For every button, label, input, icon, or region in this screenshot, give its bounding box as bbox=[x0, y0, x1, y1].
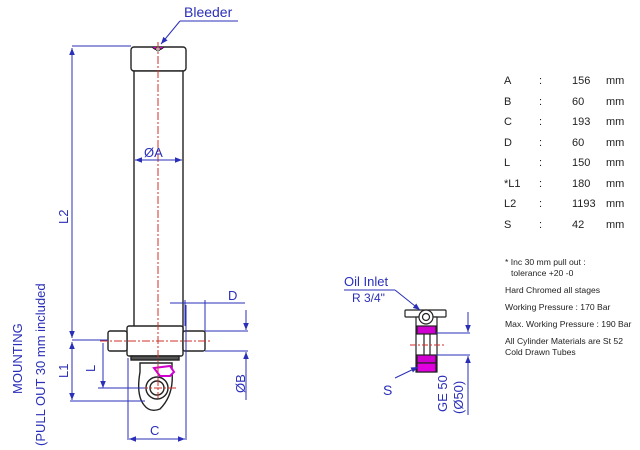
spec-value: 42 bbox=[572, 218, 585, 231]
spec-key: A bbox=[504, 75, 512, 87]
seal-top bbox=[416, 325, 437, 335]
main-cylinder bbox=[107, 46, 206, 412]
spec-key: L2 bbox=[504, 198, 517, 210]
seal-bottom bbox=[416, 354, 437, 364]
spec-value: 180 bbox=[572, 177, 591, 190]
oil-inlet-size-label: R 3/4" bbox=[352, 291, 385, 305]
side-view bbox=[404, 309, 447, 373]
mounting-label-line1: MOUNTING bbox=[10, 323, 25, 394]
centerlines bbox=[100, 42, 212, 398]
oil-inlet-port-inner bbox=[421, 312, 431, 322]
dimension-lines bbox=[69, 20, 249, 442]
spec-key: *L1 bbox=[504, 177, 521, 190]
dim-s-label: S bbox=[383, 382, 392, 398]
note-pullout-line2: tolerance +20 -0 bbox=[511, 268, 574, 278]
note-pullout-line1: * Inc 30 mm pull out : bbox=[505, 257, 586, 267]
mounting-label-line2: (PULL OUT 30 mm included bbox=[33, 283, 48, 446]
s-leader bbox=[394, 366, 419, 379]
spec-key: D bbox=[504, 136, 512, 149]
dim-l2-label: L2 bbox=[56, 210, 71, 224]
spec-value: 1193 bbox=[572, 198, 596, 210]
spec-sep: : bbox=[539, 157, 543, 169]
spec-unit: mm bbox=[606, 136, 625, 149]
spec-unit: mm bbox=[606, 198, 625, 210]
ge-label-line1: GE 50 bbox=[435, 375, 450, 412]
dim-l-label: L bbox=[83, 365, 98, 372]
side-dimension-lines bbox=[344, 289, 471, 415]
ge-label-line2: (Ø50) bbox=[451, 381, 466, 414]
spec-key: C bbox=[504, 116, 512, 128]
oil-inlet-label: Oil Inlet bbox=[344, 274, 388, 289]
spec-key: B bbox=[504, 95, 512, 108]
note-pullout: * Inc 30 mm pull out : tolerance +20 -0 bbox=[505, 257, 640, 279]
grease-nipple bbox=[152, 364, 176, 377]
note-working-pressure: Working Pressure : 170 Bar bbox=[505, 302, 611, 312]
dim-l1-label: L1 bbox=[56, 364, 71, 378]
diameter-a-label: ØA bbox=[144, 145, 163, 160]
spec-key: S bbox=[504, 218, 512, 231]
spec-unit: mm bbox=[606, 116, 625, 128]
spec-sep: : bbox=[539, 198, 543, 210]
spec-sep: : bbox=[539, 218, 543, 231]
spec-sep: : bbox=[539, 136, 543, 149]
spec-unit: mm bbox=[606, 177, 625, 190]
note-materials: All Cylinder Materials are St 52 Cold Dr… bbox=[505, 336, 623, 357]
bleeder-leader bbox=[160, 20, 181, 45]
spec-sep: : bbox=[539, 75, 543, 87]
spec-value: 60 bbox=[572, 95, 585, 108]
dim-b-label: ØB bbox=[233, 374, 248, 393]
spec-value: 150 bbox=[572, 157, 591, 169]
dim-d-label: D bbox=[228, 288, 237, 303]
dim-c-label: C bbox=[150, 423, 159, 438]
spec-sep: : bbox=[539, 116, 543, 128]
bleeder-label: Bleeder bbox=[184, 4, 233, 20]
spec-value: 156 bbox=[572, 75, 591, 87]
spec-key: L bbox=[504, 157, 511, 169]
spec-unit: mm bbox=[606, 218, 625, 231]
note-max-pressure: Max. Working Pressure : 190 Bar bbox=[505, 319, 632, 329]
note-chrome: Hard Chromed all stages bbox=[505, 285, 601, 295]
spec-sep: : bbox=[539, 177, 543, 190]
seal-base bbox=[416, 362, 437, 373]
spec-value: 60 bbox=[572, 136, 585, 149]
spec-unit: mm bbox=[606, 75, 625, 87]
base-plate bbox=[130, 355, 180, 361]
oil-inlet-leader bbox=[394, 289, 421, 311]
spec-value: 193 bbox=[572, 116, 591, 128]
spec-unit: mm bbox=[606, 157, 625, 169]
spec-sep: : bbox=[539, 95, 543, 108]
spec-unit: mm bbox=[606, 95, 625, 108]
notes-block: * Inc 30 mm pull out : tolerance +20 -0 … bbox=[505, 257, 640, 364]
